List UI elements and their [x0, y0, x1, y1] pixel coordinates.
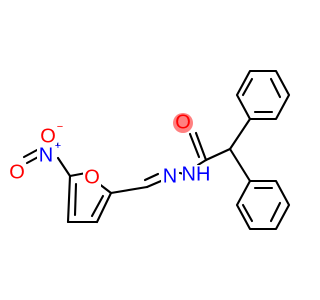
phenyl-upper-bonds — [228, 69, 291, 151]
atom-labels: O − N + O O N NH O — [8, 111, 210, 188]
bond-amide-n-carbonyl-c — [196, 158, 208, 167]
nitro-nitrogen-mask — [37, 146, 55, 166]
bond-c4-c5-inner — [73, 182, 78, 217]
bond-nitro-n-o-left-outer — [22, 148, 39, 159]
nitro-oxygen-top-mask — [39, 127, 57, 147]
bond-carbonyl-c-ch — [204, 147, 232, 162]
carbonyl-oxygen-highlight — [173, 113, 193, 133]
phenyl-upper-ring — [235, 69, 291, 121]
nitro-nitrogen-charge: + — [55, 140, 61, 152]
bond-c4-c5 — [66, 174, 72, 224]
phenyl-lower-bonds — [228, 147, 291, 231]
bond-methine-imine-n-outer — [145, 179, 163, 189]
bond-c2-methine — [109, 185, 149, 195]
bond-c2-c3-inner — [90, 194, 105, 218]
bond-c2-c3 — [95, 191, 113, 224]
bond-ch-phenyl-lower — [228, 147, 252, 183]
bond-carbonyl-c-o-outer — [194, 131, 208, 162]
furan-ring-bonds — [66, 171, 113, 224]
nitro-oxygen-left-label: O — [9, 161, 25, 183]
phenyl-lower-ring — [235, 179, 291, 231]
amide-nitrogen-mask — [182, 165, 210, 185]
phenyl-upper-double-2 — [269, 77, 282, 99]
imine-nitrogen-mask — [161, 167, 179, 187]
phenyl-lower-double-2 — [269, 201, 282, 223]
nitro-nitrogen-label: N — [39, 144, 53, 166]
bond-carbonyl-c-o-inner — [188, 132, 201, 159]
imine-nitrogen-label: N — [163, 165, 177, 187]
nitro-oxygen-left-mask — [8, 163, 26, 183]
furan-oxygen-mask — [83, 168, 101, 188]
amide-nitrogen-label: NH — [182, 163, 211, 185]
bond-nitro-n-c5 — [56, 156, 72, 178]
bond-methine-imine-n-inner — [143, 172, 160, 182]
chemical-structure: O − N + O O N NH O — [8, 69, 291, 231]
phenyl-upper-double-3 — [241, 77, 254, 97]
bond-ch-phenyl-upper — [228, 117, 252, 151]
phenyl-lower-double-3 — [241, 203, 254, 223]
nitro-oxygen-top-charge: − — [57, 121, 63, 133]
carbonyl-oxygen-label: O — [175, 111, 191, 133]
nitro-oxygen-top-label: O — [40, 125, 56, 147]
furan-oxygen-label: O — [84, 166, 100, 188]
